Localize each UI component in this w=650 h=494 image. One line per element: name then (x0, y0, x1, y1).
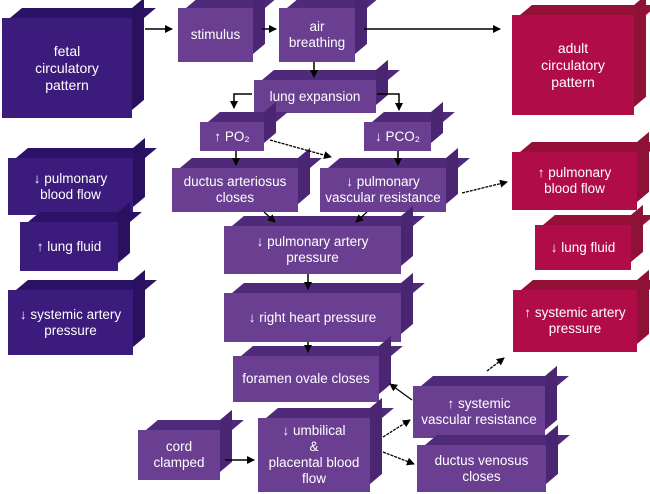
node-label: fetal circulatory pattern (2, 18, 132, 118)
node-pulmonary-vascular-resistance: ↓ pulmonary vascular resistance (320, 147, 470, 212)
node-label: ↓ umbilical & placental blood flow (258, 418, 370, 492)
node-label: ↑ pulmonary blood flow (512, 152, 637, 210)
arrow-pulmonary-vascular-to-adult-blood-flow (461, 179, 508, 194)
node-umbilical-placental-flow: ↓ umbilical & placental blood flow (258, 397, 394, 492)
node-adult-pattern: adult circulatory pattern (512, 0, 650, 115)
node-adult-pulmonary-blood-flow: ↑ pulmonary blood flow (512, 131, 650, 210)
node-label: ↓ pulmonary blood flow (8, 158, 133, 215)
node-adult-lung-fluid: ↓ lung fluid (535, 204, 650, 270)
node-label: cord clamped (138, 430, 220, 480)
node-pulmonary-artery-pressure: ↓ pulmonary artery pressure (224, 205, 425, 274)
arrow-systemic-vascular-to-foramen-ovale (389, 383, 413, 401)
node-label: ductus venosus closes (417, 445, 546, 492)
node-label: ↓ PCO₂ (364, 122, 431, 151)
node-ductus-arteriosus-closes: ductus arteriosus closes (172, 147, 322, 212)
node-label: air breathing (279, 8, 355, 62)
node-label: adult circulatory pattern (512, 15, 634, 115)
node-right-heart-pressure: ↓ right heart pressure (224, 272, 425, 342)
node-label: foramen ovale closes (233, 356, 379, 402)
arrow-lung-expansion-to-po2 (230, 93, 252, 109)
node-fetal-systemic-artery-pressure: ↓ systemic artery pressure (8, 269, 157, 355)
node-label: stimulus (178, 8, 253, 62)
node-label: ↑ lung fluid (20, 222, 118, 271)
node-systemic-vascular-resistance: ↑ systemic vascular resistance (413, 365, 569, 438)
arrow-umbilical-to-ductus-venosus (382, 451, 415, 466)
node-label: ↓ pulmonary vascular resistance (320, 168, 446, 212)
node-adult-systemic-artery-pressure: ↑ systemic artery pressure (513, 269, 650, 352)
node-fetal-pulmonary-blood-flow: ↓ pulmonary blood flow (8, 137, 157, 215)
node-label: ↓ systemic artery pressure (8, 290, 133, 355)
node-po2-increase: ↑ PO₂ (200, 101, 288, 151)
node-stimulus: stimulus (178, 0, 277, 62)
node-label: ↓ lung fluid (535, 225, 631, 270)
node-foramen-ovale-closes: foramen ovale closes (233, 335, 403, 402)
node-ductus-venosus-closes: ductus venosus closes (417, 424, 570, 492)
node-air-breathing: air breathing (279, 0, 379, 62)
node-label: ductus arteriosus closes (172, 168, 298, 212)
node-label: ↑ systemic artery pressure (513, 290, 637, 352)
node-fetal-lung-fluid: ↑ lung fluid (20, 201, 142, 271)
node-fetal-pattern: fetal circulatory pattern (2, 0, 156, 118)
node-label: ↑ systemic vascular resistance (413, 386, 545, 438)
node-label: ↓ right heart pressure (224, 293, 401, 342)
arrow-umbilical-to-systemic-vascular (382, 419, 411, 438)
node-pco2-decrease: ↓ PCO₂ (364, 101, 455, 151)
arrow-systemic-vascular-to-adult-systemic (486, 357, 505, 372)
node-cord-clamped: cord clamped (138, 409, 244, 480)
node-label: ↓ pulmonary artery pressure (224, 226, 401, 274)
node-label: ↑ PO₂ (200, 122, 264, 151)
